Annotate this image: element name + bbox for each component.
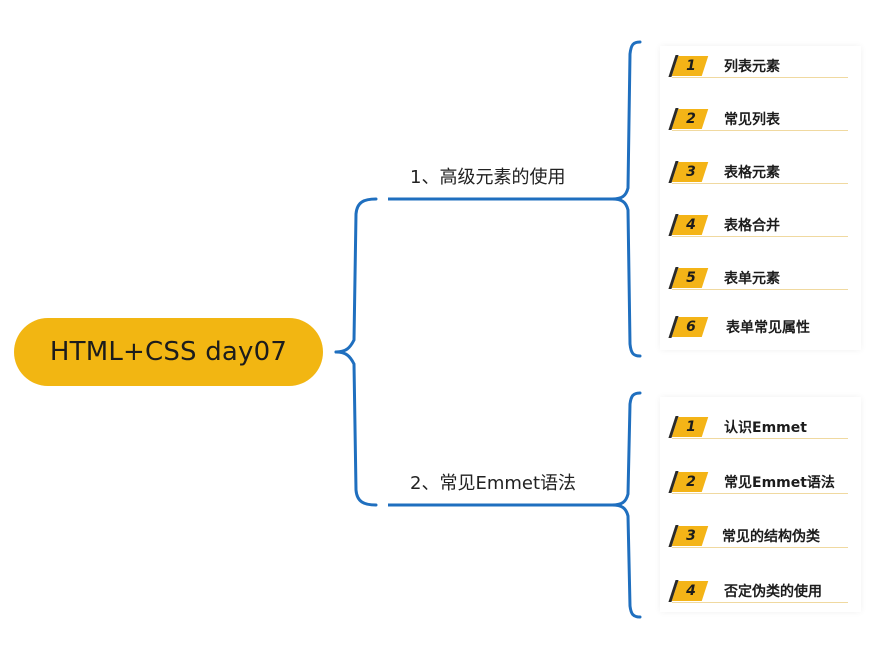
list-item[interactable]: 2 常见列表 [668, 107, 848, 131]
branch-1-panel: 1 列表元素 2 常见列表 3 表格元素 4 表格合并 5 表单元素 6 表单常… [660, 46, 861, 350]
item-label: 常见的结构伪类 [722, 529, 820, 545]
item-label: 表格元素 [724, 165, 780, 181]
number-badge: 2 [668, 471, 709, 493]
list-item[interactable]: 3 常见的结构伪类 [668, 524, 848, 548]
branch-1-brace [610, 40, 642, 201]
item-label: 否定伪类的使用 [724, 584, 822, 600]
list-item[interactable]: 3 表格元素 [668, 160, 848, 184]
item-label: 表格合并 [724, 218, 780, 234]
item-label: 常见列表 [724, 112, 780, 128]
item-label: 表单常见属性 [726, 320, 810, 336]
item-label: 常见Emmet语法 [724, 475, 835, 491]
list-item[interactable]: 1 列表元素 [668, 54, 848, 78]
root-node-label: HTML+CSS day07 [49, 337, 288, 367]
number-badge: 4 [668, 580, 709, 602]
branch-2-brace [610, 391, 642, 507]
number-badge: 3 [668, 161, 709, 183]
number-badge: 5 [668, 267, 709, 289]
number-badge: 3 [668, 525, 709, 547]
number-badge: 1 [668, 416, 709, 438]
number-badge: 6 [668, 316, 709, 338]
root-connector [334, 197, 378, 354]
list-item[interactable]: 2 常见Emmet语法 [668, 470, 848, 494]
branch-1-label[interactable]: 1、高级元素的使用 [410, 167, 566, 188]
item-label: 列表元素 [724, 59, 780, 75]
list-item[interactable]: 4 表格合并 [668, 213, 848, 237]
number-badge: 2 [668, 108, 709, 130]
item-label: 认识Emmet [724, 420, 807, 436]
number-badge: 4 [668, 214, 709, 236]
branch-2-brace-lower [610, 503, 642, 619]
number-badge: 1 [668, 55, 709, 77]
list-item[interactable]: 1 认识Emmet [668, 415, 848, 439]
root-node[interactable]: HTML+CSS day07 [14, 318, 323, 386]
list-item[interactable]: 4 否定伪类的使用 [668, 579, 848, 603]
list-item[interactable]: 6 表单常见属性 [668, 315, 848, 339]
branch-1-brace-lower [610, 197, 642, 358]
branch-2-panel: 1 认识Emmet 2 常见Emmet语法 3 常见的结构伪类 4 否定伪类的使… [660, 397, 861, 612]
branch-2-label[interactable]: 2、常见Emmet语法 [410, 473, 577, 494]
list-item[interactable]: 5 表单元素 [668, 266, 848, 290]
root-connector-lower [334, 350, 378, 507]
item-label: 表单元素 [724, 271, 780, 287]
